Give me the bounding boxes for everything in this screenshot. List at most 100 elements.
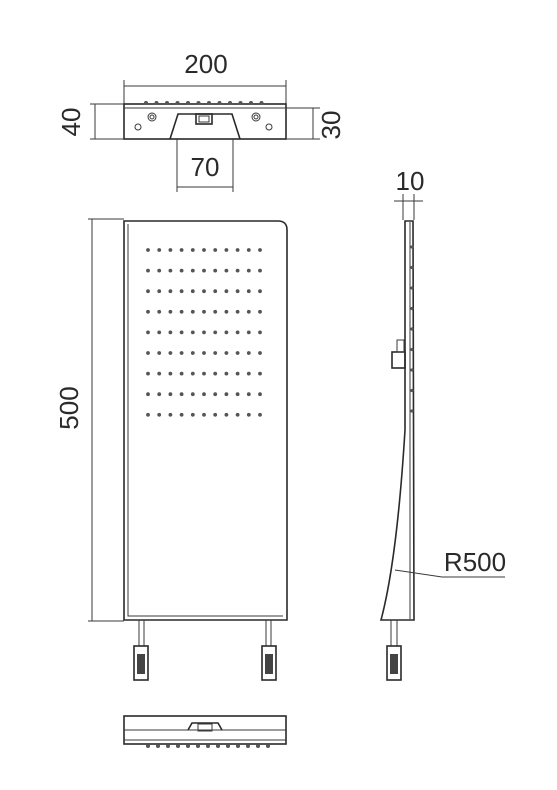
front-height-label: 500	[54, 386, 84, 429]
nozzle-hole	[246, 412, 251, 417]
nozzle-hole	[168, 351, 173, 355]
nozzle-hole	[202, 412, 206, 417]
nozzle-dot	[238, 101, 243, 105]
nozzle-dot	[206, 744, 210, 748]
nozzle-hole	[157, 248, 162, 252]
nozzle-dot	[154, 101, 159, 105]
nozzle-hole	[213, 330, 218, 335]
nozzle-hole	[168, 371, 173, 376]
front-leg-left	[133, 620, 149, 681]
nozzle-hole	[258, 392, 262, 397]
nozzle-hole	[146, 412, 150, 417]
nozzle-hole	[246, 330, 251, 335]
nozzle-dot	[144, 101, 148, 105]
nozzle-hole	[235, 248, 240, 252]
nozzle-dot	[196, 744, 200, 748]
nozzle-hole	[179, 392, 184, 397]
screw-icon	[134, 123, 142, 131]
nozzle-hole	[157, 351, 162, 355]
nozzle-dot	[186, 101, 190, 105]
nozzle-hole	[202, 309, 206, 314]
nozzle-hole	[190, 371, 195, 376]
mount-width-label: 70	[191, 152, 220, 182]
nozzle-dot	[226, 744, 230, 748]
nozzle-hole	[168, 309, 173, 314]
nozzle-hole	[146, 351, 150, 355]
nozzle-hole	[190, 412, 195, 417]
side-view-nozzles	[410, 245, 414, 413]
nozzle-hole	[258, 289, 262, 294]
top-height-right-label: 30	[316, 111, 346, 140]
nozzle-dot	[166, 744, 170, 748]
bottom-view	[123, 715, 287, 748]
nozzle-hole	[179, 268, 184, 273]
nozzle-dot	[176, 744, 180, 748]
nozzle-hole	[213, 289, 218, 294]
nozzle-hole	[157, 330, 162, 335]
nozzle-hole	[246, 351, 251, 355]
nozzle-hole	[146, 289, 150, 294]
nozzle-hole	[146, 248, 150, 252]
nozzle-hole	[224, 309, 229, 314]
nozzle-dot	[256, 744, 260, 748]
nozzle-hole	[224, 268, 229, 273]
nozzle-dot	[259, 101, 264, 105]
nozzle-hole	[246, 392, 251, 397]
nozzle-hole	[179, 309, 184, 314]
nozzle-hole	[146, 371, 150, 376]
nozzle-hole	[224, 371, 229, 376]
nozzle-hole	[157, 268, 162, 273]
bottom-view-nozzles	[146, 744, 270, 748]
nozzle-hole	[157, 371, 162, 376]
top-view-nozzles	[144, 101, 264, 105]
nozzle-hole	[246, 268, 251, 273]
front-panel-nozzles	[146, 248, 262, 417]
front-leg-right	[261, 620, 277, 681]
nozzle-hole	[258, 268, 262, 273]
nozzle-dot	[410, 388, 414, 393]
nozzle-hole	[168, 268, 173, 273]
nozzle-hole	[258, 309, 262, 314]
nozzle-hole	[190, 289, 195, 294]
nozzle-hole	[246, 289, 251, 294]
nozzle-dot	[236, 744, 240, 748]
nozzle-hole	[224, 392, 229, 397]
nozzle-hole	[202, 268, 206, 273]
nozzle-hole	[202, 351, 206, 355]
nozzle-hole	[235, 392, 240, 397]
nozzle-dot	[165, 101, 169, 105]
nozzle-dot	[410, 245, 414, 249]
nozzle-hole	[168, 392, 173, 397]
nozzle-hole	[157, 392, 162, 397]
nozzle-dot	[410, 368, 414, 372]
nozzle-hole	[213, 371, 218, 376]
nozzle-dot	[228, 101, 232, 105]
nozzle-hole	[224, 351, 229, 355]
nozzle-hole	[202, 248, 206, 252]
nozzle-hole	[246, 309, 251, 314]
nozzle-hole	[190, 309, 195, 314]
nozzle-hole	[213, 351, 218, 355]
nozzle-dot	[186, 744, 190, 748]
nozzle-hole	[246, 248, 251, 252]
nozzle-hole	[190, 330, 195, 335]
nozzle-hole	[213, 392, 218, 397]
nozzle-hole	[246, 371, 251, 376]
nozzle-hole	[235, 351, 240, 355]
nozzle-hole	[235, 289, 240, 294]
nozzle-hole	[146, 392, 150, 397]
nozzle-hole	[157, 289, 162, 294]
bottom-view-bracket	[187, 722, 223, 731]
nozzle-dot	[217, 101, 222, 105]
nozzle-hole	[190, 392, 195, 397]
nozzle-dot	[196, 101, 201, 105]
nozzle-hole	[202, 330, 206, 335]
nozzle-dot	[156, 744, 160, 748]
nozzle-hole	[179, 248, 184, 252]
nozzle-hole	[258, 351, 262, 355]
nozzle-hole	[235, 371, 240, 376]
nozzle-hole	[146, 330, 150, 335]
nozzle-dot	[207, 101, 211, 105]
nozzle-hole	[168, 330, 173, 335]
nozzle-hole	[190, 248, 195, 252]
